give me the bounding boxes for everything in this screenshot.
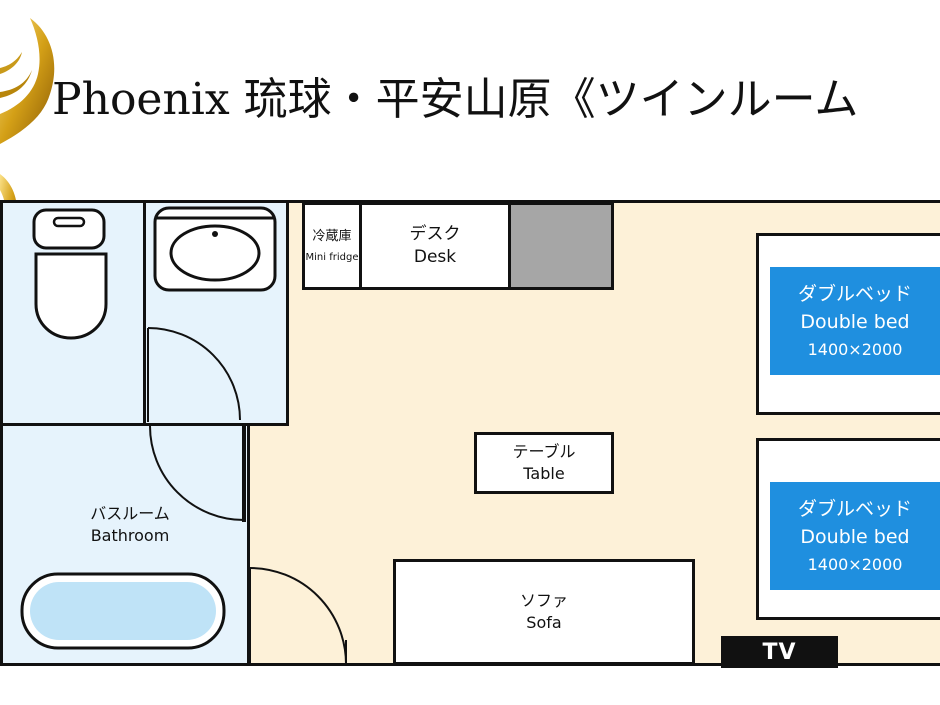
tv: TV <box>721 636 838 668</box>
sofa: ソファ Sofa <box>393 559 695 665</box>
sofa-label-en: Sofa <box>526 613 562 632</box>
storage-block <box>508 202 614 290</box>
bed-2-mattress: ダブルベッド Double bed 1400×2000 <box>770 482 940 590</box>
door-swing-icon <box>147 327 241 422</box>
bed-1-mattress: ダブルベッド Double bed 1400×2000 <box>770 267 940 375</box>
table-label-jp: テーブル <box>512 442 576 462</box>
bathroom-label-jp: バスルーム <box>90 504 170 523</box>
bed-2-label-jp: ダブルベッド <box>797 497 912 520</box>
fridge-label-en: Mini fridge <box>305 251 359 263</box>
table: テーブル Table <box>474 432 614 494</box>
bathroom-door <box>242 426 246 522</box>
bathroom-label-en: Bathroom <box>90 525 170 545</box>
sofa-label-jp: ソファ <box>519 591 568 611</box>
bed-1-label-en: Double bed <box>800 311 910 334</box>
page-title: Phoenix 琉球・平安山原《ツインルーム <box>52 74 859 125</box>
table-label-en: Table <box>523 464 565 483</box>
desk: デスク Desk <box>359 202 511 290</box>
sink-icon <box>153 206 277 292</box>
fridge-label-jp: 冷蔵庫 <box>312 229 352 245</box>
desk-label-en: Desk <box>413 247 457 267</box>
tv-label: TV <box>762 639 797 665</box>
bed-2-label-en: Double bed <box>800 526 910 549</box>
toilet-icon <box>32 208 108 340</box>
desk-label-jp: デスク <box>409 224 461 245</box>
bed-1-size: 1400×2000 <box>807 339 903 359</box>
bathroom-label: バスルーム Bathroom <box>40 503 220 546</box>
door-swing-icon <box>249 567 347 665</box>
bed-2-size: 1400×2000 <box>807 554 903 574</box>
bathtub-icon <box>20 572 226 650</box>
mini-fridge: 冷蔵庫 Mini fridge <box>302 202 362 290</box>
bed-1-label-jp: ダブルベッド <box>797 282 912 305</box>
